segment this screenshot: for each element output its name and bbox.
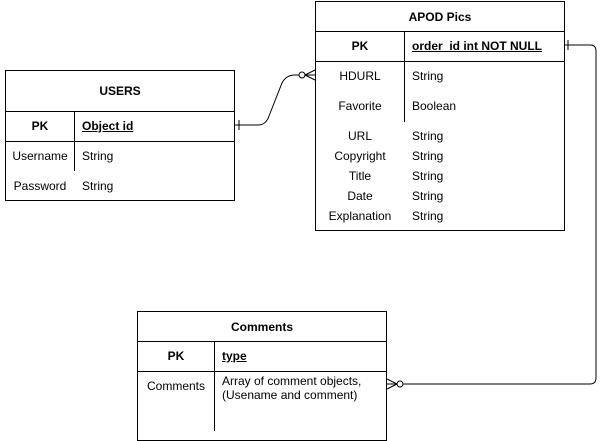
users-pk-separator (74, 111, 75, 141)
apod-comments-link (387, 44, 597, 385)
apod-pk-divider (316, 61, 564, 62)
users-entity[interactable]: USERS PK Object id Username String Passw… (5, 70, 235, 201)
crowfoot-apod-b (304, 74, 316, 81)
apod-field-type: String (412, 209, 444, 223)
users-apod-link (235, 74, 315, 126)
apod-field-name: Favorite (338, 99, 382, 113)
users-field-name: Password (13, 179, 67, 193)
apod-title-divider (316, 31, 564, 32)
zero-marker-comments (396, 380, 404, 388)
apod-field-separator (404, 61, 405, 122)
apod-field-type: String (412, 149, 444, 163)
crowfoot-comments-a (386, 378, 398, 385)
comments-field-separator (214, 371, 215, 431)
users-pk-field: Object id (82, 119, 134, 133)
apod-pk-separator (404, 31, 405, 61)
comments-field-type: Array of comment objects, (222, 374, 362, 388)
apod-pics-entity[interactable]: APOD Pics PK order_id int NOT NULL HDURL… (315, 1, 565, 231)
apod-field-type: String (412, 129, 444, 143)
comments-pk-divider (138, 371, 386, 372)
comments-field-type: (Usename and comment) (222, 388, 358, 402)
comments-pk-separator (214, 341, 215, 371)
crowfoot-apod-a (304, 69, 316, 76)
apod-field-name: URL (347, 129, 372, 143)
users-pk-divider (6, 141, 234, 142)
users-title-divider (6, 111, 234, 112)
apod-field-type: String (412, 189, 444, 203)
comments-entity[interactable]: Comments PK type Comments Array of comme… (137, 311, 387, 441)
comments-pk-label: PK (167, 349, 185, 363)
users-field-type: String (82, 179, 114, 193)
users-field-name: Username (12, 149, 68, 163)
apod-pk-field: order_id int NOT NULL (412, 39, 542, 53)
users-field-type: String (82, 149, 114, 163)
apod-field-name: Date (347, 189, 373, 203)
apod-field-name: Title (348, 169, 372, 183)
apod-field-type: String (412, 169, 444, 183)
crowfoot-comments-b (386, 383, 398, 390)
users-pk-label: PK (31, 119, 49, 133)
zero-marker-apod (298, 71, 306, 79)
comments-title: Comments (230, 320, 293, 334)
users-field-separator (74, 141, 75, 171)
apod-pk-label: PK (351, 39, 369, 53)
comments-field-name: Comments (146, 379, 205, 393)
apod-field-name: HDURL (339, 69, 381, 83)
comments-title-divider (138, 341, 386, 342)
apod-field-name: Copyright (334, 149, 386, 163)
apod-field-type: String (412, 69, 444, 83)
users-title: USERS (99, 84, 141, 98)
comments-pk-field: type (222, 349, 247, 363)
apod-title: APOD Pics (408, 10, 472, 24)
apod-field-name: Explanation (328, 209, 392, 223)
apod-field-type: Boolean (412, 99, 457, 113)
